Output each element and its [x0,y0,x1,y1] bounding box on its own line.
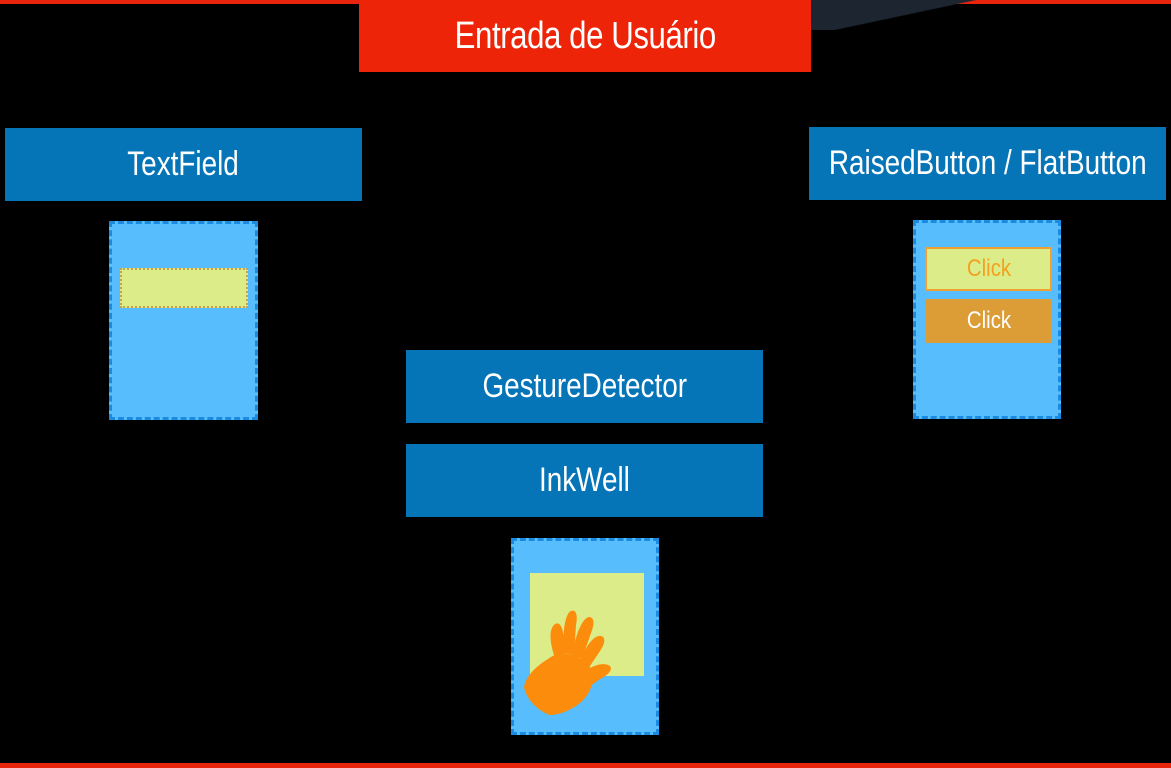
buttons-label: RaisedButton / FlatButton [828,144,1147,182]
raised-button[interactable]: Click [925,247,1052,291]
bottom-border [0,763,1171,768]
textfield-label: TextField [127,145,240,183]
hand-icon [524,610,611,715]
gesture-detector-label: GestureDetector [482,367,687,405]
gesture-phone-mockup [511,538,659,735]
flat-button[interactable]: Click [925,299,1052,343]
corner-accent [791,0,1171,30]
text-input-field[interactable] [120,268,248,308]
raised-button-label: Click [966,255,1011,282]
inkwell-label-box: InkWell [406,444,763,517]
slide-title: Entrada de Usuário [454,14,716,57]
slide-title-banner: Entrada de Usuário [359,0,811,72]
textfield-label-box: TextField [5,128,362,201]
gesture-detector-label-box: GestureDetector [406,350,763,423]
buttons-label-box: RaisedButton / FlatButton [809,127,1166,200]
buttons-phone-mockup: Click Click [913,220,1061,419]
inkwell-label: InkWell [539,461,630,499]
flat-button-label: Click [966,307,1011,334]
textfield-phone-mockup [109,221,258,420]
